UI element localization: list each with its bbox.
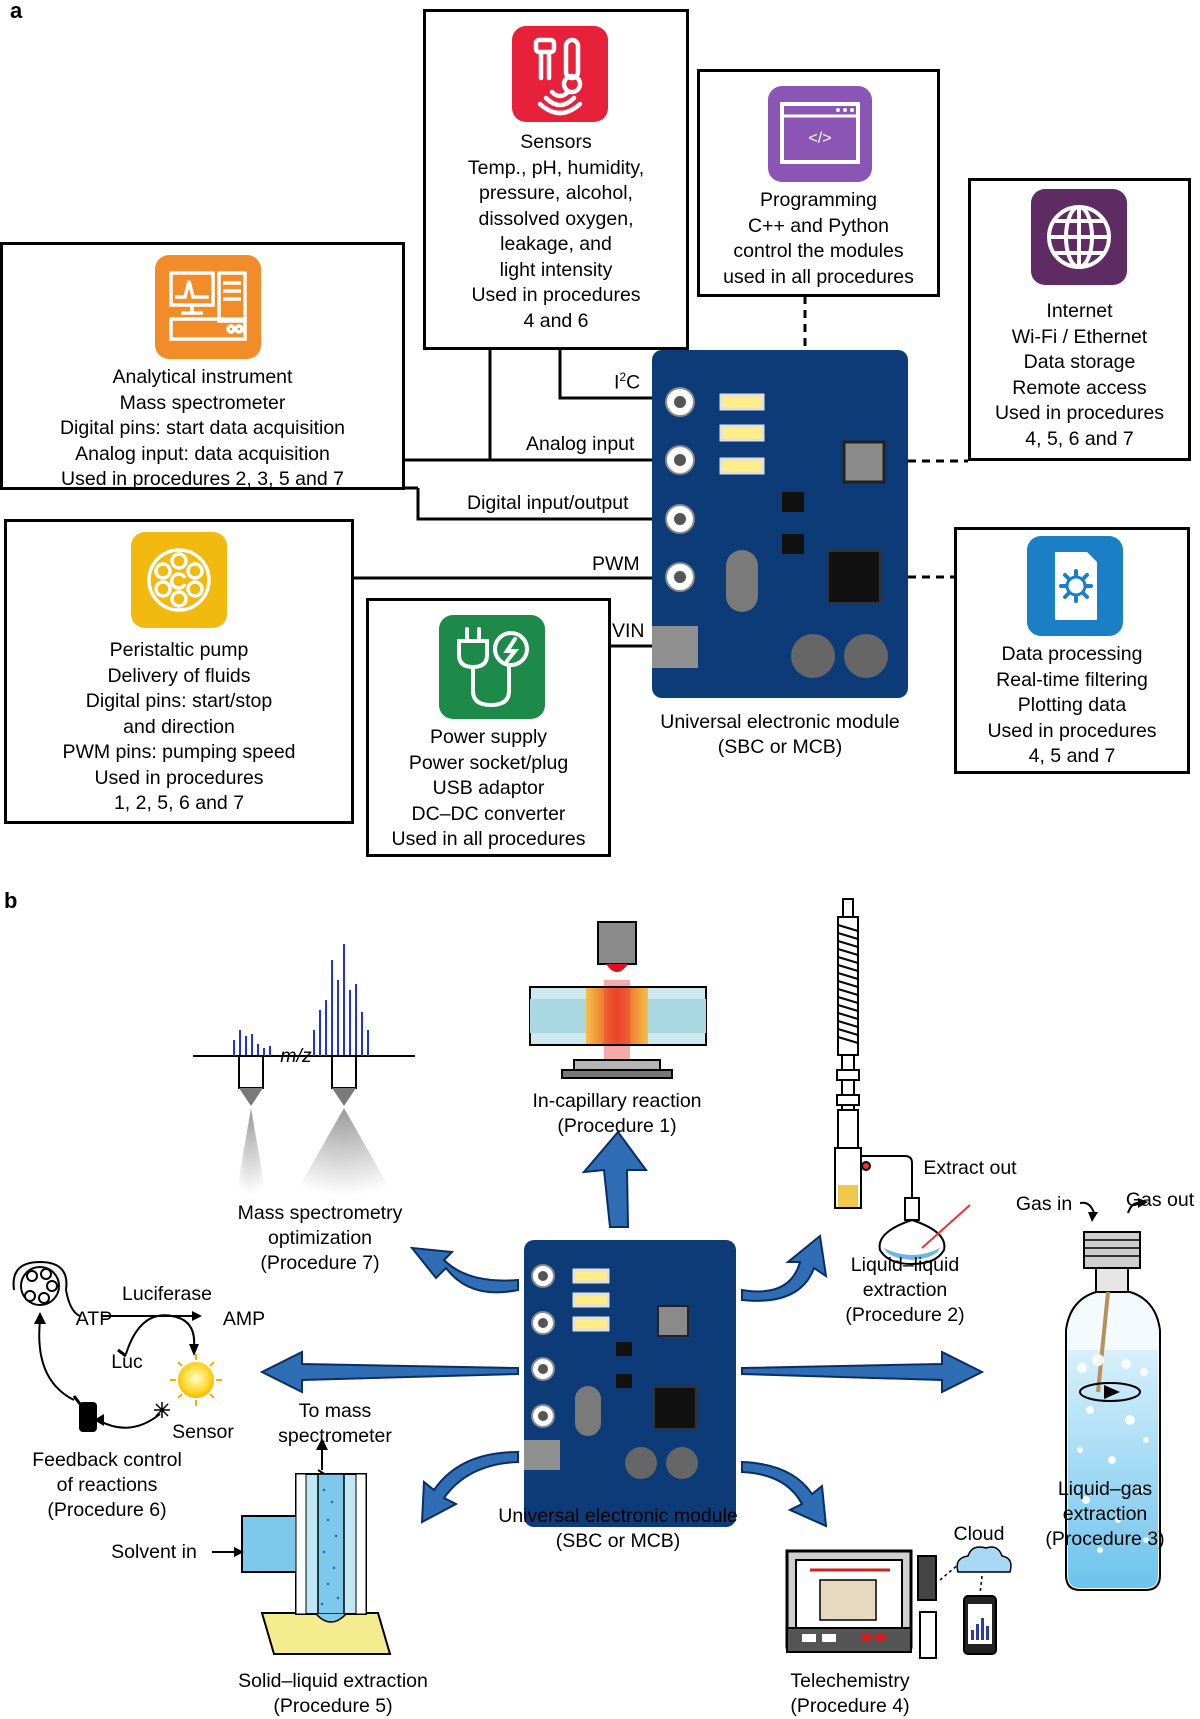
globe-icon: [1031, 189, 1127, 285]
amp-label: AMP: [222, 1308, 266, 1330]
arrow-up: [581, 1130, 648, 1228]
capillary-label: In-capillary reaction(Procedure 1): [532, 1090, 702, 1137]
arrow-curve-up-right: [741, 1234, 828, 1302]
module-label-b: Universal electronic module(SBC or MCB): [498, 1505, 738, 1552]
mass-spectrum-illustration: [193, 944, 415, 1196]
extract-out-label: Extract out: [923, 1157, 1017, 1179]
arrow-right: [741, 1350, 985, 1394]
electronic-module-board-b: [524, 1240, 736, 1527]
i2c-wire: [558, 349, 668, 400]
blue-arrows: [259, 1130, 985, 1528]
pwm-label: PWM: [592, 553, 640, 575]
liquid-liquid-extraction-illustration: [834, 898, 971, 1266]
instrument-icon: [155, 255, 261, 359]
arrow-curve-down-right: [741, 1460, 828, 1528]
solid-liquid-label: Solid–liquid extraction(Procedure 5): [238, 1670, 428, 1717]
module-label-a: Universal electronic module(SBC or MCB): [660, 711, 900, 758]
gear-document-icon: [1027, 536, 1123, 636]
solid-liquid-extraction-illustration: [212, 1438, 392, 1655]
panel-b-letter: b: [4, 888, 18, 913]
gas-in-label: Gas in: [1015, 1193, 1073, 1215]
analog-input-label: Analog input: [526, 433, 635, 455]
code-window-icon: </>: [768, 86, 872, 182]
arrow-curve-up-left: [409, 1246, 519, 1294]
pump-icon: [131, 532, 227, 628]
luciferase-label: Luciferase: [122, 1283, 212, 1305]
telechemistry-label: Telechemistry(Procedure 4): [790, 1670, 910, 1717]
arrow-curve-down-left: [420, 1450, 519, 1524]
gas-out-label: Gas out: [1125, 1189, 1195, 1211]
capillary-illustration: [529, 921, 707, 1079]
electronic-module-board-a: [652, 350, 908, 698]
arrow-left: [259, 1350, 519, 1394]
mz-axis-label: m/z: [280, 1045, 312, 1067]
telechemistry-illustration: [785, 1546, 1012, 1659]
solvent-in-label: Solvent in: [111, 1541, 197, 1563]
code-glyph: </>: [808, 130, 832, 147]
cloud-label: Cloud: [953, 1523, 1005, 1545]
sensor-label: Sensor: [172, 1421, 234, 1443]
panel-a-letter: a: [10, 0, 23, 23]
vin-label: VIN: [612, 620, 645, 642]
i2c-label: I2C: [614, 370, 641, 394]
luc-label: Luc: [111, 1351, 143, 1373]
sensors-icon: [512, 26, 608, 122]
atp-label: ATP: [75, 1308, 113, 1330]
feedback-control-illustration: [12, 1260, 222, 1432]
liquid-gas-extraction-illustration: [1065, 1198, 1161, 1591]
digital-io-label: Digital input/output: [467, 492, 629, 514]
plug-icon: [439, 615, 545, 719]
